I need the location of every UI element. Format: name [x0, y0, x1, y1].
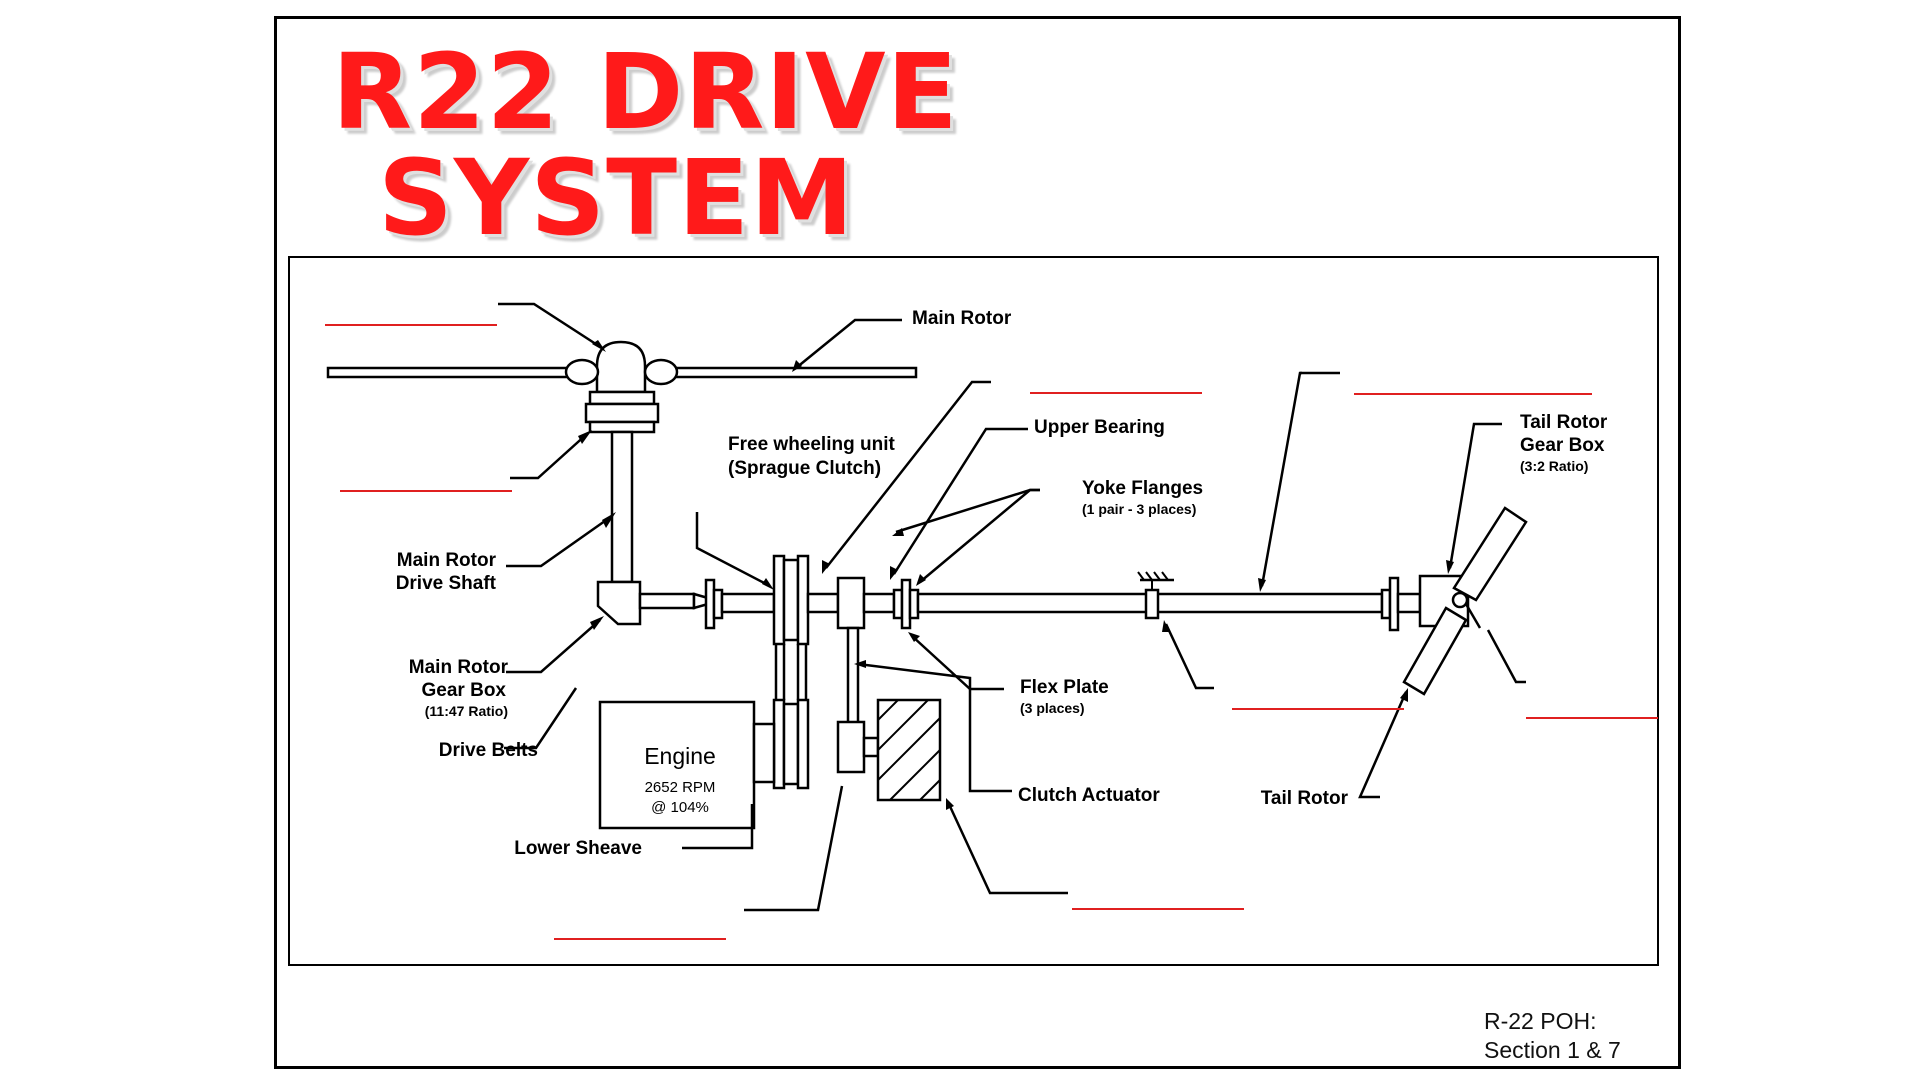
damper-bearing [1144, 588, 1160, 620]
label-free-wheeling-2: (Sprague Clutch) [728, 458, 881, 479]
label-yoke-flanges-note: (1 pair - 3 places) [1082, 501, 1196, 517]
engine-pct: @ 104% [651, 799, 709, 816]
main-rotor-drive-shaft [610, 430, 634, 584]
engine-block [598, 700, 756, 830]
diagram-border [288, 256, 1659, 966]
leader-lines [498, 302, 1526, 912]
label-upper-bearing: Upper Bearing [1034, 417, 1165, 438]
lower-sheave [772, 698, 786, 790]
swashplate-bearing [584, 402, 660, 424]
label-flex-plate: Flex Plate [1020, 677, 1109, 698]
label-main-rotor: Main Rotor [912, 308, 1012, 329]
engine-label: Engine [644, 743, 716, 769]
label-tail-gearbox-note: (3:2 Ratio) [1520, 458, 1588, 474]
slide-frame [274, 16, 1681, 1069]
drawing [326, 340, 1528, 830]
sprague-clutch [836, 576, 866, 630]
arrowheads [578, 340, 1454, 810]
label-main-gearbox-2: Gear Box [422, 680, 507, 701]
label-drive-belts: Drive Belts [439, 740, 538, 761]
label-clutch-actuator: Clutch Actuator [1018, 785, 1160, 806]
main-rotor-gearbox [596, 580, 642, 626]
title-line-1: R22 DRIVE [332, 31, 959, 153]
label-drive-shaft-1: Main Rotor [397, 550, 497, 571]
label-yoke-flanges: Yoke Flanges [1082, 478, 1203, 499]
label-drive-shaft-2: Drive Shaft [396, 573, 497, 594]
part-labels: Main Rotor Free wheeling unit (Sprague C… [396, 308, 1608, 859]
tail-rotor-blade-lower [1402, 606, 1468, 696]
swashplate-bottom [588, 420, 656, 434]
source-line-1: R-22 POH: [1484, 1008, 1597, 1034]
label-flex-plate-note: (3 places) [1020, 700, 1085, 716]
label-main-gearbox-1: Main Rotor [409, 657, 509, 678]
gearbox-output-shaft [638, 592, 696, 610]
rotor-hub [595, 340, 647, 394]
hub-bearing-left [564, 358, 600, 386]
swashplate-top [588, 390, 656, 406]
label-tail-gearbox-1: Tail Rotor [1520, 412, 1608, 433]
label-free-wheeling-1: Free wheeling unit [728, 434, 895, 455]
title-line-2: SYSTEM [378, 137, 855, 259]
label-tail-rotor: Tail Rotor [1261, 788, 1349, 809]
label-main-gearbox-note: (11:47 Ratio) [425, 703, 508, 719]
upper-shaft [720, 592, 776, 614]
engine-rpm: 2652 RPM [645, 779, 716, 796]
hub-bearing-right [643, 358, 679, 386]
tail-rotor-blade-upper [1452, 506, 1528, 602]
blank-answer-lines [325, 324, 1658, 940]
source-line-2: Section 1 & 7 [1484, 1037, 1621, 1063]
label-lower-sheave: Lower Sheave [514, 838, 642, 859]
upper-sheave [772, 554, 786, 646]
label-tail-gearbox-2: Gear Box [1520, 435, 1605, 456]
source-reference: R-22 POH: Section 1 & 7 [1484, 1007, 1621, 1065]
